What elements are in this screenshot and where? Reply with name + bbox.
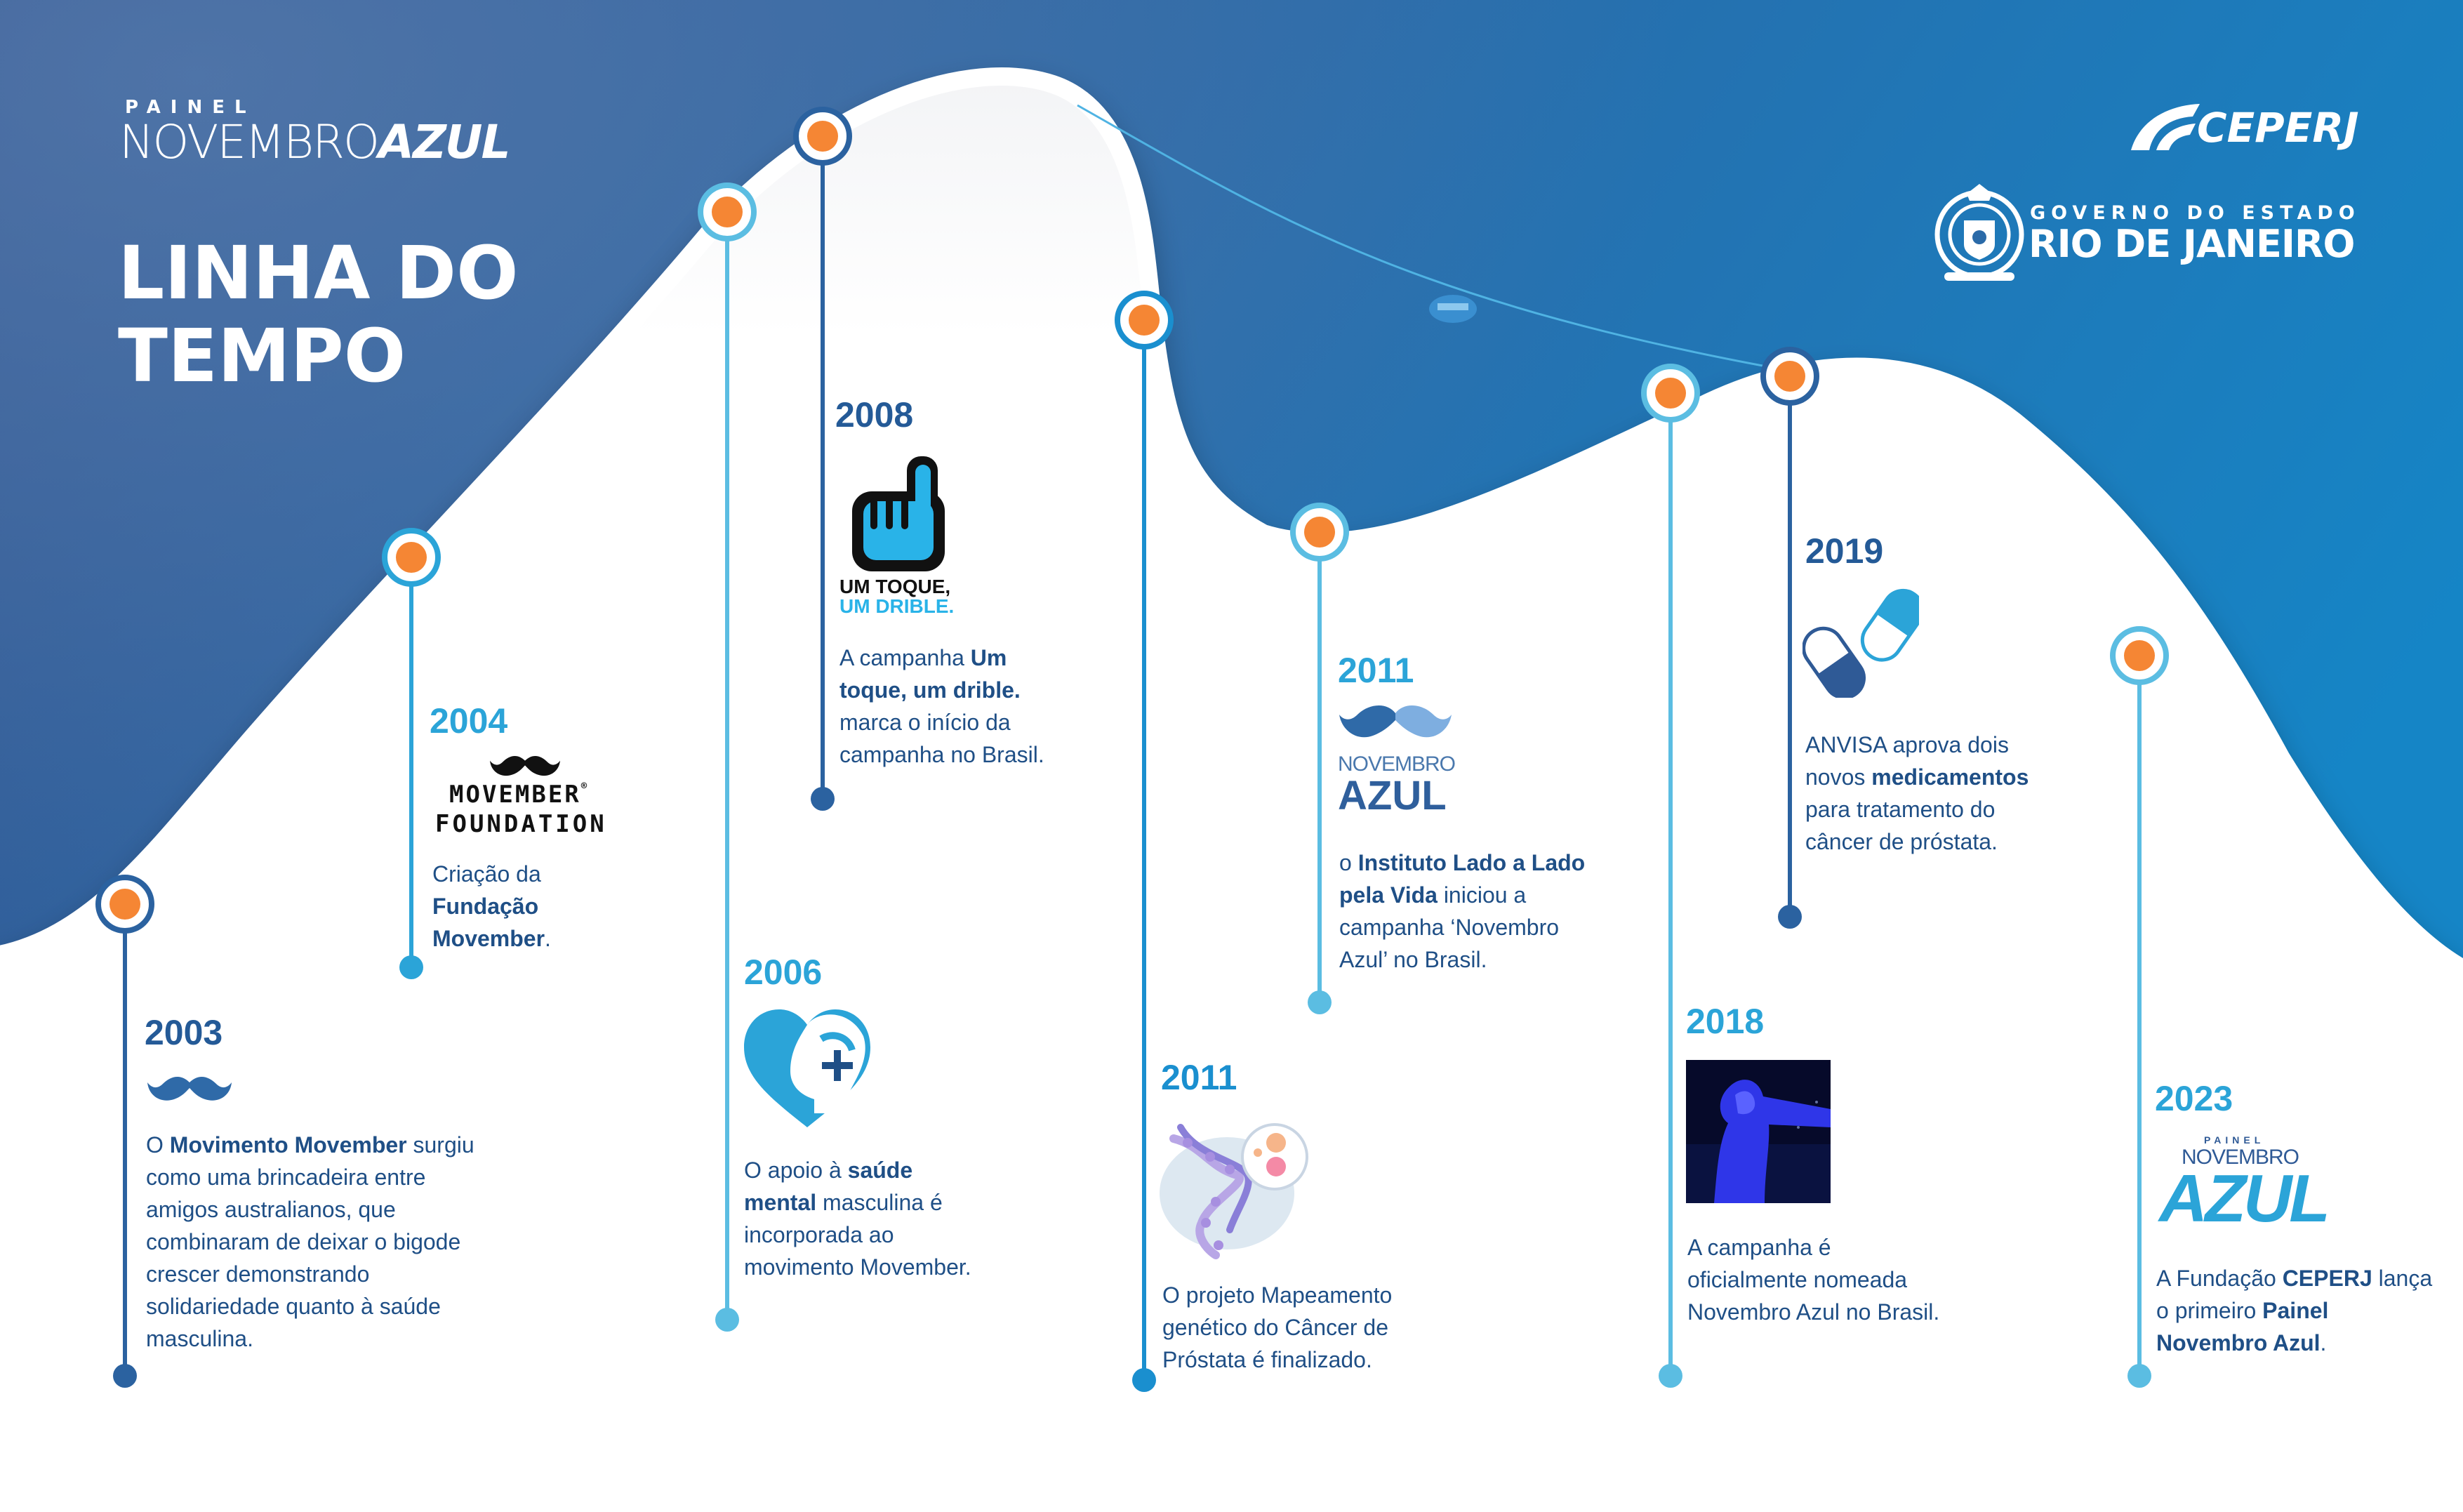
bold-text-1: CEPERJ — [2282, 1266, 2372, 1291]
painel-small-text: PAINEL — [2204, 1134, 2265, 1146]
nov-azul-thin-text: NOVEMBRO — [1338, 752, 1456, 776]
text-2: surgiu como uma brincadeira entre amigos… — [146, 1132, 474, 1351]
desc-2018: A campanha é oficialmente nomeada Novemb… — [1687, 1231, 1940, 1328]
marker-2018 — [1641, 364, 1700, 423]
year-2004: 2004 — [430, 701, 508, 741]
painel-novembro-azul-logo: PAINEL NOVEMBRO AZUL — [2159, 1134, 2342, 1236]
dna-genome-icon — [1160, 1123, 1308, 1259]
novembro-azul-mustache-icon — [1339, 705, 1452, 738]
year-2019: 2019 — [1805, 531, 1884, 571]
rio-de-janeiro-text: RIO DE JANEIRO — [2029, 222, 2355, 266]
bold-text-3: Painel Novembro Azul — [2156, 1298, 2329, 1355]
year-2006: 2006 — [744, 953, 823, 992]
desc-2019: ANVISA aprova dois novos medicamentos pa… — [1805, 729, 2037, 858]
governo-text: GOVERNO DO ESTADO — [2030, 202, 2361, 224]
text-4: . — [2320, 1330, 2327, 1355]
marker-2004 — [382, 528, 441, 587]
touch-hand-icon — [852, 456, 945, 571]
desc-2011-a: O projeto Mapeamento genético do Câncer … — [1162, 1279, 1436, 1376]
year-2023: 2023 — [2155, 1079, 2233, 1118]
text-0: ANVISA aprova dois novos — [1805, 732, 2009, 790]
mustache-icon — [490, 755, 560, 776]
mustache-icon — [147, 1076, 232, 1101]
desc-2003: O Movimento Movember surgiu como uma bri… — [146, 1129, 476, 1355]
umtoque-line-1: UM TOQUE, — [839, 576, 951, 597]
movember-text: MOVEMBER — [449, 781, 581, 809]
capsule-pills-icon — [1803, 588, 1919, 698]
text-0: Criação da — [432, 861, 541, 887]
markers — [95, 107, 2169, 934]
brand-thin: NOVEMBRO — [119, 115, 380, 169]
text-2: masculina é incorporada ao movimento Mov… — [744, 1190, 971, 1280]
text-0: O — [146, 1132, 170, 1158]
cable-car-icon — [1429, 295, 1477, 323]
marker-2006 — [698, 183, 757, 241]
text-0: O projeto Mapeamento genético do Câncer … — [1162, 1282, 1393, 1372]
title-line-2: TEMPO — [118, 313, 406, 399]
text-0: O apoio à — [744, 1158, 848, 1183]
mental-health-heart-icon — [744, 1009, 870, 1127]
bold-text-1: saúde mental — [744, 1158, 913, 1215]
desc-2008: A campanha Um toque, um drible. marca o … — [839, 642, 1071, 771]
brand-bold: AZUL — [378, 115, 511, 169]
text-2: para tratamento do câncer de próstata. — [1805, 797, 1998, 854]
bold-text-1: Um toque, um drible. — [839, 645, 1021, 703]
text-0: o — [1339, 850, 1358, 875]
year-2011-a: 2011 — [1161, 1058, 1237, 1097]
year-2011-b: 2011 — [1338, 651, 1414, 690]
marker-2023 — [2110, 626, 2169, 685]
desc-2023: A Fundação CEPERJ lança o primeiro Paine… — [2156, 1262, 2437, 1359]
text-2: lança o primeiro — [2156, 1266, 2433, 1323]
text-0: A Fundação — [2156, 1266, 2283, 1291]
brand-novembro-azul: NOVEMBROAZUL — [119, 119, 511, 166]
brand-small: PAINEL — [125, 97, 256, 118]
text-2: iniciou a campanha ‘Novembro Azul’ no Br… — [1339, 882, 1560, 972]
marker-2003 — [95, 875, 154, 934]
desc-2011-b: o Instituto Lado a Lado pela Vida inicio… — [1339, 847, 1606, 976]
ceperj-text: CEPERJ — [2197, 104, 2359, 152]
title-line-1: LINHA DO — [118, 230, 519, 316]
bold-text-1: medicamentos — [1871, 764, 2029, 790]
nov-azul-bold-text: AZUL — [1338, 773, 1447, 818]
year-2008: 2008 — [835, 395, 914, 435]
text-0: A campanha é oficialmente nomeada Novemb… — [1687, 1235, 1940, 1325]
text-0: A campanha — [839, 645, 971, 670]
desc-2006: O apoio à saúde mental masculina é incor… — [744, 1154, 983, 1283]
umtoque-line-2: UM DRIBLE. — [839, 595, 955, 617]
coat-of-arms-icon — [1934, 184, 2024, 281]
cristo-redentor-blue-photo — [1686, 1060, 1831, 1203]
ceperj-swoosh-icon — [2131, 104, 2200, 150]
text-2: marca o início da campanha no Brasil. — [839, 710, 1044, 767]
end-dots — [113, 787, 2151, 1392]
year-2018: 2018 — [1686, 1002, 1765, 1041]
bold-text-1: Instituto Lado a Lado pela Vida — [1339, 850, 1586, 908]
bold-text-1: Movimento Movember — [169, 1132, 407, 1158]
desc-2004: Criação da Fundação Movember. — [432, 858, 594, 955]
marker-2011-b — [1290, 503, 1349, 562]
marker-2019 — [1760, 347, 1819, 406]
movember-foundation-logo: MOVEMBER® FOUNDATION — [434, 750, 616, 841]
registered-mark: ® — [580, 781, 590, 792]
bold-text-1: Fundação Movember — [432, 894, 545, 951]
marker-2008 — [793, 107, 852, 166]
year-2003: 2003 — [145, 1013, 223, 1052]
marker-2011-a — [1115, 291, 1174, 350]
painel-bold-text: AZUL — [2159, 1161, 2330, 1236]
foundation-text: FOUNDATION — [435, 810, 607, 838]
page-title: LINHA DO TEMPO — [118, 232, 518, 397]
text-2: . — [545, 926, 551, 951]
painel-thin-text: NOVEMBRO — [2182, 1146, 2299, 1169]
